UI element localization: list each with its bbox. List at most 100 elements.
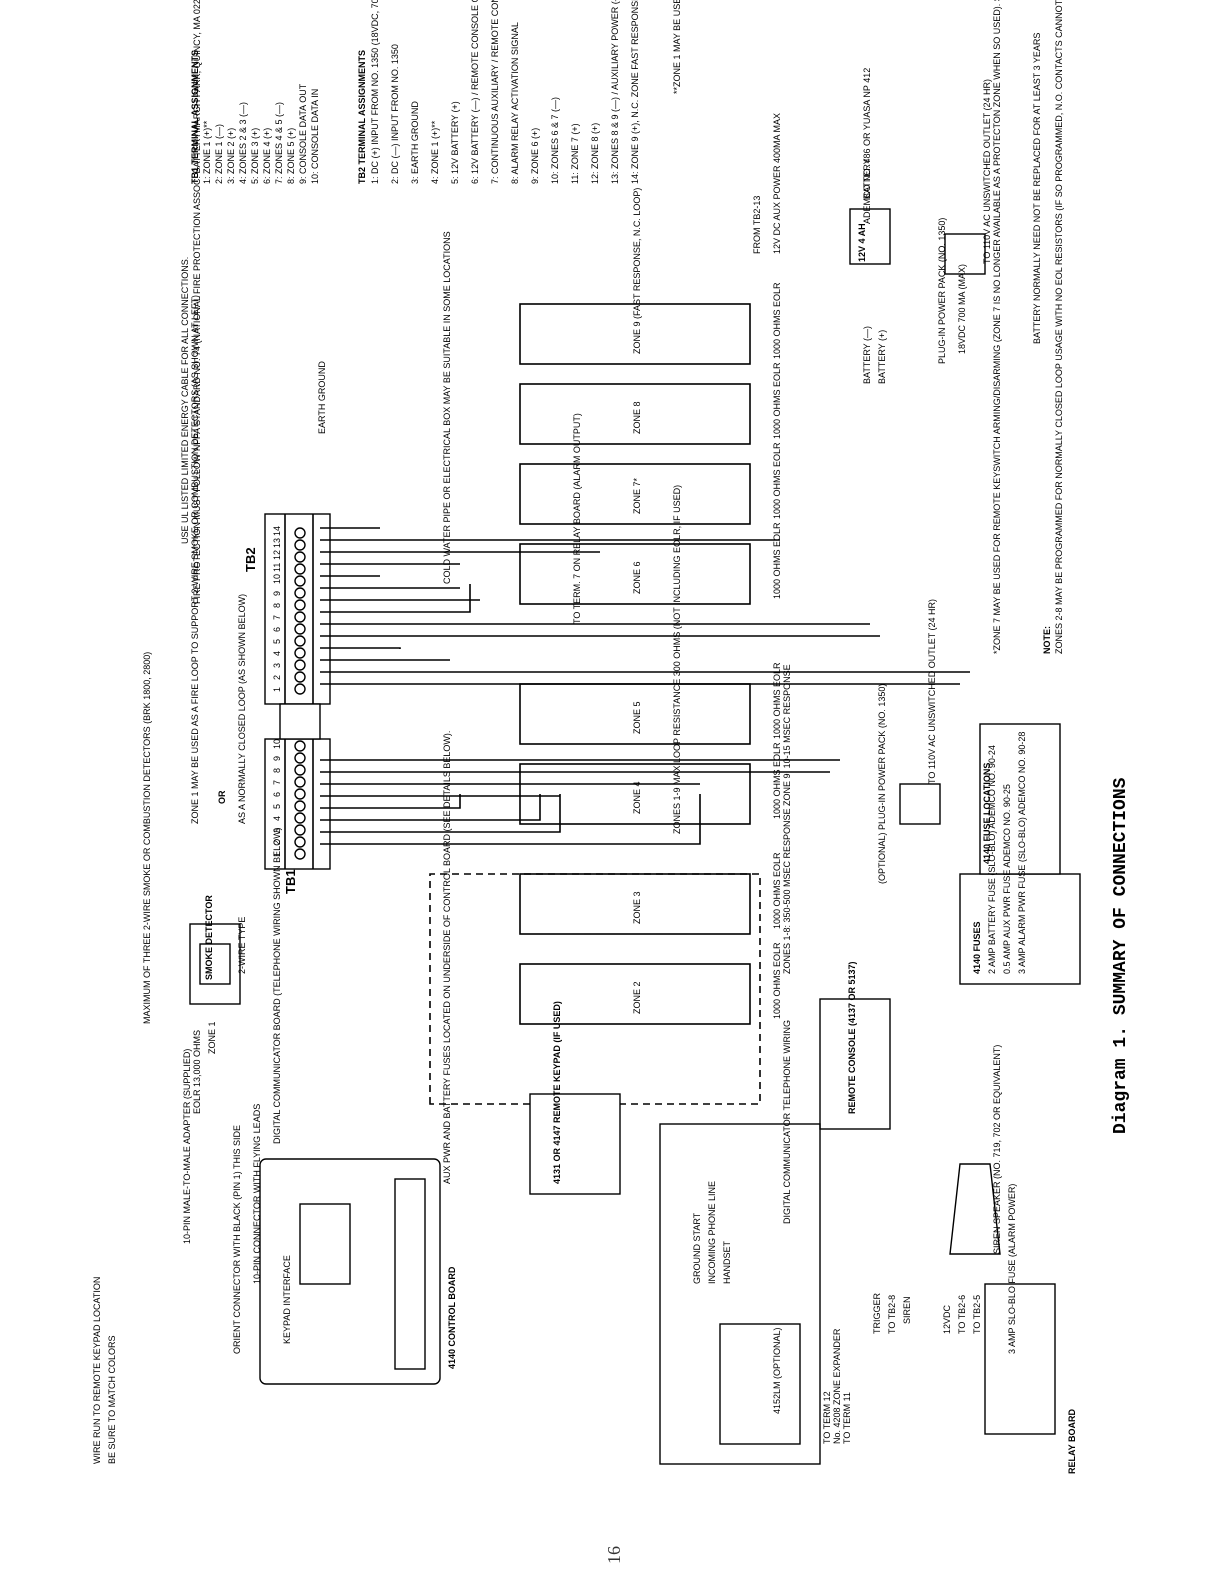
fuse1: 2 AMP BATTERY FUSE (SLO-BLO) ADEMCO NO. …: [987, 745, 997, 974]
aux-fuses-note: AUX PWR AND BATTERY FUSES LOCATED ON UND…: [442, 731, 452, 1184]
tb1-assignment: 2: ZONE 1 (—): [214, 124, 224, 184]
tb2-assignment: 14: ZONE 9 (+), N.C. ZONE FAST RESPONSE …: [630, 0, 640, 184]
note-cold-water: COLD WATER PIPE OR ELECTRICAL BOX MAY BE…: [442, 231, 452, 584]
remote-keypad-label: 4131 OR 4147 REMOTE KEYPAD (IF USED): [552, 1001, 562, 1184]
tb1-terminal-screw: [294, 752, 306, 764]
zone-label: ZONE 8: [632, 401, 642, 434]
tb1-terminal-screw: [294, 776, 306, 788]
control-board-label: 4140 CONTROL BOARD: [447, 1266, 457, 1369]
zone-label: ZONE 3: [632, 891, 642, 924]
tb1-terminal-number: 10: [272, 739, 282, 749]
tb2-terminal-number: 12: [272, 550, 282, 560]
tb2-assignment: 11: ZONE 7 (+): [570, 123, 580, 184]
eolr-label: 1000 OHMS EOLR: [772, 742, 782, 819]
note-ul: USE UL LISTED LIMITED ENERGY CABLE FOR A…: [180, 257, 190, 544]
tb2-assignment: 2: DC (—) INPUT FROM NO. 1350: [390, 44, 400, 184]
tb2-terminal-screw: [294, 623, 306, 635]
zone-loop: [519, 383, 751, 445]
tb2-terminal-screw: [294, 683, 306, 695]
to-term12: TO TERM 12: [822, 1391, 832, 1444]
eolr-label: 1000 OHMS EOLR: [772, 942, 782, 1019]
siren-speaker-horn: [949, 1163, 1001, 1255]
tb1-heading: TB1 TERMINAL ASSIGNMENTS: [190, 50, 200, 184]
relay-fuse: 3 AMP SLO-BLO FUSE (ALARM POWER): [1007, 1184, 1017, 1354]
handset: HANDSET: [722, 1240, 732, 1284]
tb1-terminal-screw: [294, 848, 306, 860]
tb2-terminal-screw: [294, 587, 306, 599]
power-pack-label: PLUG-IN POWER PACK (NO. 1350): [937, 218, 947, 364]
note-zones-resistance: ZONES 1-9 MAX LOOP RESISTANCE 300 OHMS (…: [672, 485, 682, 834]
zone7-note: *ZONE 7 MAY BE USED FOR REMOTE KEYSWITCH…: [992, 0, 1002, 654]
optional-power-pack-box: [899, 783, 941, 825]
power-pack: [899, 233, 986, 825]
zone-label: ZONE 4: [632, 781, 642, 814]
smoke-detector-label: SMOKE DETECTOR: [204, 895, 214, 980]
tb1-terminal-number: 8: [272, 768, 282, 773]
tb2-terminal-number: 10: [272, 574, 282, 584]
note-aux-power: 12V DC AUX POWER 400MA MAX: [772, 113, 782, 254]
outlet-label: TO 110V AC UNSWITCHED OUTLET (24 HR): [982, 79, 992, 264]
eolr-label: 1000 OHMS EOLR: [772, 662, 782, 739]
relay-board-label: RELAY BOARD: [1067, 1408, 1077, 1474]
note-zone1-nc: AS A NORMALLY CLOSED LOOP (AS SHOWN BELO…: [237, 594, 247, 824]
tb1-assignment: 10: CONSOLE DATA IN: [310, 89, 320, 184]
tb1-terminal-screw: [294, 764, 306, 776]
tb2-terminal-number: 8: [272, 603, 282, 608]
tb1-terminal-number: 7: [272, 780, 282, 785]
control-board-chip: [299, 1203, 351, 1285]
tb2-terminal-screw: [294, 647, 306, 659]
eolr-label: 1000 OHMS EOLR: [772, 852, 782, 929]
tb1-assignment: 1: ZONE 1 (+)**: [202, 120, 212, 184]
tb2-terminal-number: 14: [272, 526, 282, 536]
eolr-label: 1000 OHMS EOLR: [772, 362, 782, 439]
zone-loop: [519, 463, 751, 525]
remote-keypad-box: [529, 1093, 621, 1195]
zone-label: ZONE 7*: [632, 477, 642, 514]
tb1-assignment: 5: ZONE 3 (+): [250, 128, 260, 184]
trigger: TRIGGER: [872, 1292, 882, 1334]
zone-label: ZONE 9 (FAST RESPONSE, N.C. LOOP): [632, 188, 642, 354]
tb1-assignment: 3: ZONE 2 (+): [226, 128, 236, 184]
ground-start: GROUND START: [692, 1212, 702, 1284]
tb1-assignment: 8: ZONE 5 (+): [286, 128, 296, 184]
note-zone1-or: OR: [217, 790, 227, 804]
tb1-assignment: 4: ZONES 2 & 3 (—): [238, 102, 248, 184]
match-colors-label: BE SURE TO MATCH COLORS: [107, 1335, 117, 1464]
to-tb2-8: TO TB2-8: [887, 1295, 897, 1334]
fuse-locations-box: [979, 723, 1061, 875]
keypad-interface: KEYPAD INTERFACE: [282, 1255, 292, 1344]
tb1-terminal-number: 6: [272, 792, 282, 797]
remote-console: REMOTE CONSOLE (4137 OR 5137): [819, 961, 891, 1130]
tb2-terminal-number: 3: [272, 663, 282, 668]
tb2-terminal-number: 11: [272, 563, 282, 572]
fuse3: 3 AMP ALARM PWR FUSE (SLO-BLO) ADEMCO NO…: [1017, 732, 1027, 974]
battery: 12V 4 AH BATTERY: [849, 158, 891, 265]
battery-spec: 12V 4 AH: [857, 223, 867, 262]
tb1-terminal-number: 5: [272, 804, 282, 809]
tb1-assignments: TB1 TERMINAL ASSIGNMENTS 1: ZONE 1 (+)**…: [190, 50, 320, 184]
control-board-connector: [394, 1178, 426, 1370]
tb1-assignment: 6: ZONE 4 (+): [262, 128, 272, 184]
zone-wires: [320, 527, 970, 845]
tb1-terminal-number: 9: [272, 756, 282, 761]
tb2-assignment: 13: ZONES 8 & 9 (—) / AUXILIARY POWER (—…: [610, 0, 620, 184]
eolr-label: 1000 OHMS EOLR: [772, 282, 782, 359]
dc-telephone-label: DIGITAL COMMUNICATOR TELEPHONE WIRING: [782, 1020, 792, 1224]
note-max-three: MAXIMUM OF THREE 2-WIRE SMOKE OR COMBUST…: [142, 652, 152, 1024]
remote-keypad: 4131 OR 4147 REMOTE KEYPAD (IF USED): [529, 1001, 621, 1195]
tb2-assignment: 6: 12V BATTERY (—) / REMOTE CONSOLE GROU…: [470, 0, 480, 184]
zone-label: ZONE 5: [632, 701, 642, 734]
tb2-terminal-screw: [294, 659, 306, 671]
tb1-terminal-screw: [294, 836, 306, 848]
smoke-detector-box: [199, 943, 231, 985]
fuses: 4140 FUSES 4140 FUSE LOCATIONS: [959, 723, 1081, 985]
tb2-terminal-number: 13: [272, 538, 282, 548]
digital-communicator-frame: [659, 1123, 821, 1465]
tb2-label: TB2: [243, 547, 258, 572]
battery-brand: ADEMCO NO. 486 OR YUASA NP 412: [862, 68, 872, 224]
to-term11: TO TERM 11: [842, 1392, 852, 1444]
fuse-locations-label: 4140 FUSE LOCATIONS: [982, 763, 992, 864]
